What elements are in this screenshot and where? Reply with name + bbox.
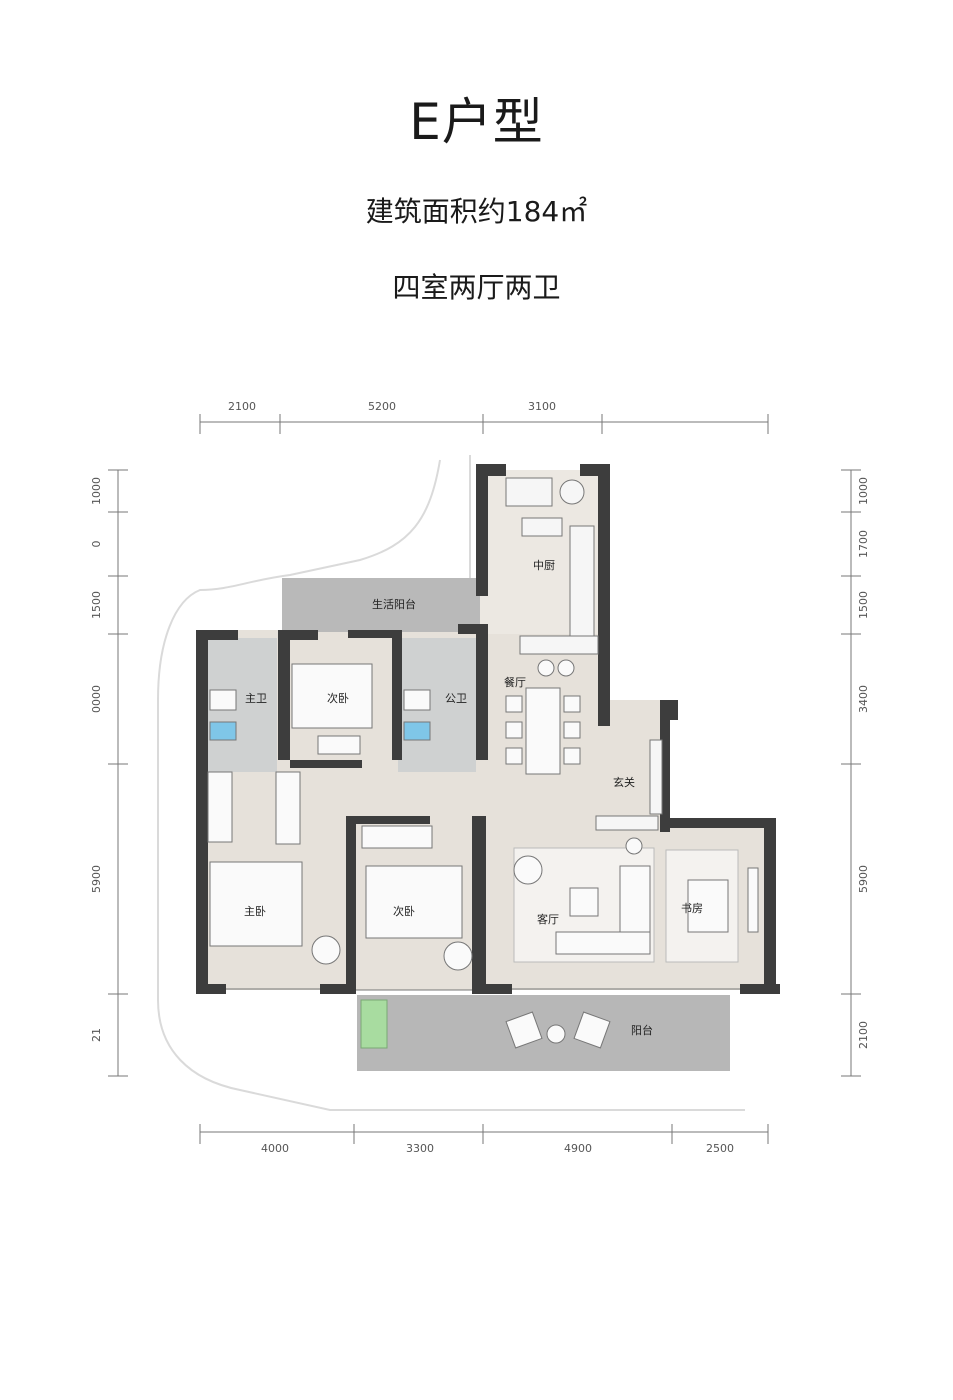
- dim-right-5: 5900: [857, 865, 870, 893]
- area-label: 建筑面积约184㎡: [365, 195, 588, 228]
- dim-bottom-1: 4000: [261, 1142, 289, 1155]
- walls: [196, 464, 780, 994]
- bed-north: [291, 663, 373, 729]
- plan-title: E户型: [409, 93, 544, 151]
- site-outline: [157, 459, 745, 1111]
- dim-left-4: 0000: [90, 685, 103, 713]
- bar-stool-1: [537, 659, 555, 677]
- wardrobe-1: [207, 771, 233, 843]
- kitchen-sink: [521, 517, 563, 537]
- room-label-study: 书房: [681, 902, 703, 915]
- dim-top-1: 2100: [228, 400, 256, 413]
- room-label-utility-balcony: 生活阳台: [372, 597, 416, 611]
- coffee-table: [569, 887, 599, 917]
- bed-master: [209, 861, 303, 947]
- washer: [559, 479, 585, 505]
- dim-right-2: 1700: [857, 530, 870, 558]
- kitchen-counter-right: [569, 525, 595, 645]
- dim-left-3: 1500: [90, 591, 103, 619]
- bar-stool-2: [557, 659, 575, 677]
- wardrobe-2: [275, 771, 301, 845]
- dim-bottom-2: 3300: [406, 1142, 434, 1155]
- dimension-bottom: [199, 1124, 769, 1144]
- dimension-top: [199, 414, 769, 434]
- dim-top-2: 5200: [368, 400, 396, 413]
- room-label-bedroom-north: 次卧: [327, 691, 349, 705]
- dining-table: [525, 687, 561, 775]
- room-label-entrance: 玄关: [613, 775, 635, 789]
- room-label-master-bath: 主卫: [245, 692, 267, 705]
- dim-left-6: 21: [90, 1028, 103, 1042]
- dim-bottom-3: 4900: [564, 1142, 592, 1155]
- room-label-master-bedroom: 主卧: [244, 905, 266, 918]
- dim-top-3: 3100: [528, 400, 556, 413]
- dim-right-1: 1000: [857, 477, 870, 505]
- dim-left-2: 0: [90, 541, 103, 548]
- dimension-left: [108, 469, 128, 1077]
- dim-right-3: 1500: [857, 591, 870, 619]
- room-label-balcony: 阳台: [631, 1023, 653, 1037]
- utility-balcony-floor: [282, 578, 480, 632]
- room-label-living: 客厅: [537, 912, 559, 926]
- room-label-kitchen: 中厨: [533, 559, 555, 572]
- sofa: [619, 865, 651, 945]
- room-label-public-bath: 公卫: [445, 692, 467, 705]
- dim-left-5: 5900: [90, 865, 103, 893]
- bed-south: [365, 865, 463, 939]
- fixtures: [207, 477, 759, 1049]
- planter: [360, 999, 388, 1049]
- layout-label: 四室两厅两卫: [392, 271, 561, 304]
- dim-left-1: 1000: [90, 477, 103, 505]
- dimension-right: [841, 469, 861, 1077]
- room-label-dining: 餐厅: [504, 675, 526, 689]
- kitchen-counter-top: [505, 477, 553, 507]
- dim-bottom-4: 2500: [706, 1142, 734, 1155]
- dim-right-4: 3400: [857, 685, 870, 713]
- dim-right-6: 2100: [857, 1021, 870, 1049]
- kitchen-island: [519, 635, 599, 655]
- study-desk: [687, 879, 729, 933]
- wardrobe-3: [361, 825, 433, 849]
- balcony-floor: [357, 995, 730, 1071]
- entrance-cabinet: [649, 739, 663, 815]
- entrance-bench: [595, 815, 659, 831]
- room-label-bedroom-south: 次卧: [393, 904, 415, 918]
